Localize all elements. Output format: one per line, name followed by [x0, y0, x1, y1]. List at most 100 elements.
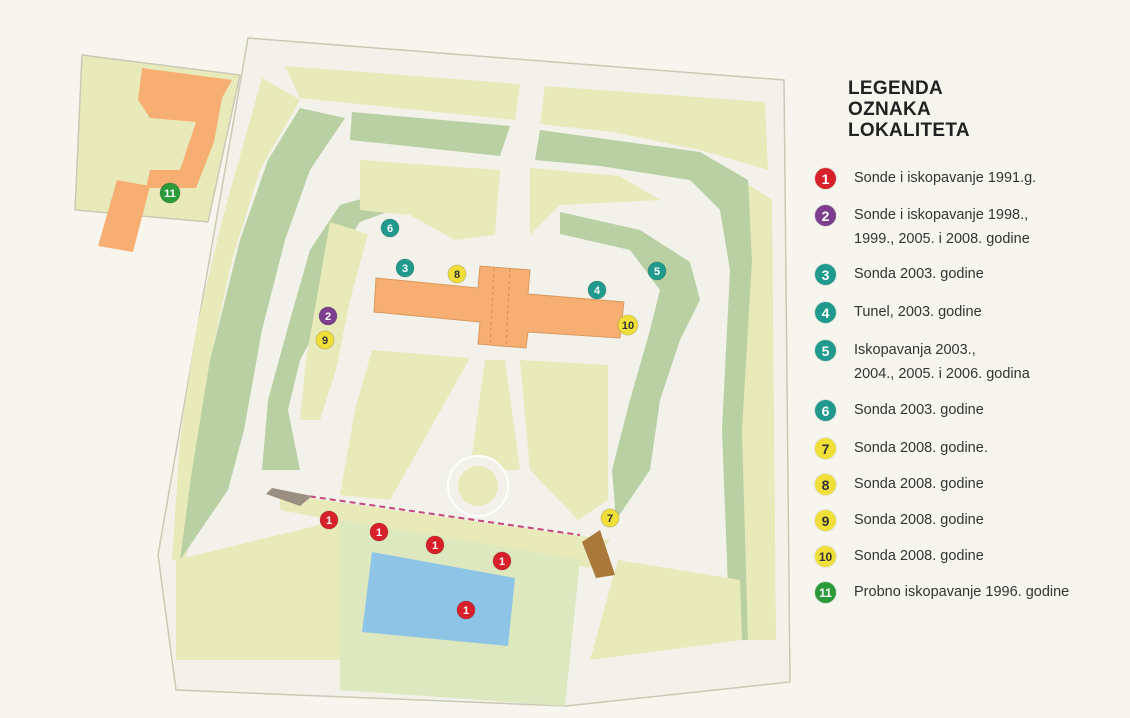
map-marker-circle	[447, 264, 467, 284]
legend-title-line: LEGENDA	[848, 78, 943, 99]
map-marker: 8	[447, 264, 467, 284]
legend-title: LEGENDA OZNAKA LOKALITETA	[848, 78, 970, 141]
lawn-top-left	[285, 66, 520, 120]
legend-number-badge: 4	[815, 302, 836, 323]
legend-label: Sonda 2003. godine	[854, 262, 984, 286]
map-marker-number: 10	[622, 320, 634, 332]
excavation-trench-line	[299, 494, 581, 536]
legend-item: 3 Sonda 2003. godine	[815, 264, 984, 286]
map-marker: 5	[647, 261, 667, 281]
legend-number-badge: 8	[815, 474, 836, 495]
lawn-top-right	[540, 86, 768, 170]
legend-item: 1 Sonde i iskopavanje 1991.g.	[815, 168, 1036, 190]
legend-item: 8 Sonda 2008. godine	[815, 474, 984, 496]
map-marker-number: 1	[376, 527, 382, 539]
legend-item: 7 Sonda 2008. godine.	[815, 438, 988, 460]
roundabout-inner	[458, 466, 498, 506]
map-marker-circle	[315, 330, 335, 350]
lawn-left-outer	[172, 78, 300, 560]
map-marker: 6	[380, 218, 400, 238]
map-marker: 10	[617, 314, 639, 336]
annex-building-small	[98, 180, 150, 252]
map-marker-circle	[319, 510, 339, 530]
gate-right	[582, 530, 615, 578]
map-marker: 1	[492, 551, 512, 571]
legend-label-line: Tunel, 2003. godine	[854, 304, 982, 320]
map-marker-circle	[647, 261, 667, 281]
map-marker-circle	[425, 535, 445, 555]
green-band-left	[180, 108, 345, 560]
map-marker-circle	[617, 314, 639, 336]
map-marker-number: 4	[594, 285, 601, 297]
map-marker-number: 9	[322, 335, 328, 347]
map-marker-number: 8	[454, 269, 460, 281]
map-marker-number: 1	[326, 515, 332, 527]
legend-label-line: Sonde i iskopavanje 1998.,	[854, 207, 1029, 223]
lawn-center-right	[520, 360, 608, 520]
map-marker: 9	[315, 330, 335, 350]
map-marker: 7	[600, 508, 620, 528]
map-marker-number: 6	[387, 223, 393, 235]
map-marker: 4	[587, 280, 607, 300]
legend-label: Sonde i iskopavanje 1991.g.	[854, 166, 1036, 190]
lawn-right-outer	[742, 180, 776, 640]
map-marker-number: 11	[164, 188, 176, 200]
legend-label-line: Sonda 2008. godine	[854, 548, 984, 564]
map-marker-circle	[456, 600, 476, 620]
map-marker: 3	[395, 258, 415, 278]
legend-number-badge: 7	[815, 438, 836, 459]
legend-label-line: Sonda 2003. godine	[854, 402, 984, 418]
legend-label-line: Sonde i iskopavanje 1991.g.	[854, 170, 1037, 186]
lawn-center-mid	[470, 360, 520, 470]
map-marker: 1	[456, 600, 476, 620]
legend-label: Probno iskopavanje 1996. godine	[854, 580, 1069, 604]
legend-label: Sonda 2008. godine	[854, 472, 984, 496]
green-band-top	[350, 112, 510, 156]
lawn-center-top-right	[530, 168, 660, 235]
map-marker-number: 1	[432, 540, 438, 552]
legend-label-line: Iskopavanja 2003.,	[854, 342, 976, 358]
legend-label: Tunel, 2003. godine	[854, 300, 982, 324]
legend-label-line: Sonda 2008. godine	[854, 476, 984, 492]
map-marker-number: 5	[654, 266, 660, 278]
legend-title-line: OZNAKA	[848, 99, 932, 120]
building-tunnel-line-2	[505, 268, 511, 348]
map-marker: 2	[318, 306, 338, 326]
legend-label-line: Sonda 2008. godine.	[854, 440, 988, 456]
legend-label: Sonda 2008. godine	[854, 508, 984, 532]
map-marker: 1	[425, 535, 445, 555]
legend-label-line: Probno iskopavanje 1996. godine	[854, 584, 1070, 600]
map-marker-circle	[159, 182, 181, 204]
legend-number-badge: 3	[815, 264, 836, 285]
map-marker-circle	[395, 258, 415, 278]
map-marker-circle	[380, 218, 400, 238]
legend-label-line: 2004., 2005. i 2006. godina	[854, 366, 1030, 382]
map-marker: 11	[159, 182, 181, 204]
legend-label: Sonda 2008. godine	[854, 544, 984, 568]
lawn-center-left	[340, 350, 470, 500]
map-marker-number: 7	[607, 513, 613, 525]
legend-title-line: LOKALITETA	[848, 120, 970, 141]
legend-number-badge: 2	[815, 205, 836, 226]
main-building	[373, 265, 625, 349]
legend-label-line: Sonda 2008. godine	[854, 512, 984, 528]
map-marker-number: 1	[463, 605, 469, 617]
gate-left	[266, 488, 312, 506]
lawn-south-left	[176, 520, 345, 660]
map-marker-circle	[587, 280, 607, 300]
map-marker-number: 1	[499, 556, 505, 568]
map-marker-circle	[492, 551, 512, 571]
legend-number-badge: 1	[815, 168, 836, 189]
legend-label: Sonda 2008. godine.	[854, 436, 988, 460]
map-marker-circle	[318, 306, 338, 326]
map-marker: 1	[319, 510, 339, 530]
pool	[362, 552, 515, 646]
green-band-inner-right	[560, 212, 700, 520]
map-marker-number: 3	[402, 263, 408, 275]
